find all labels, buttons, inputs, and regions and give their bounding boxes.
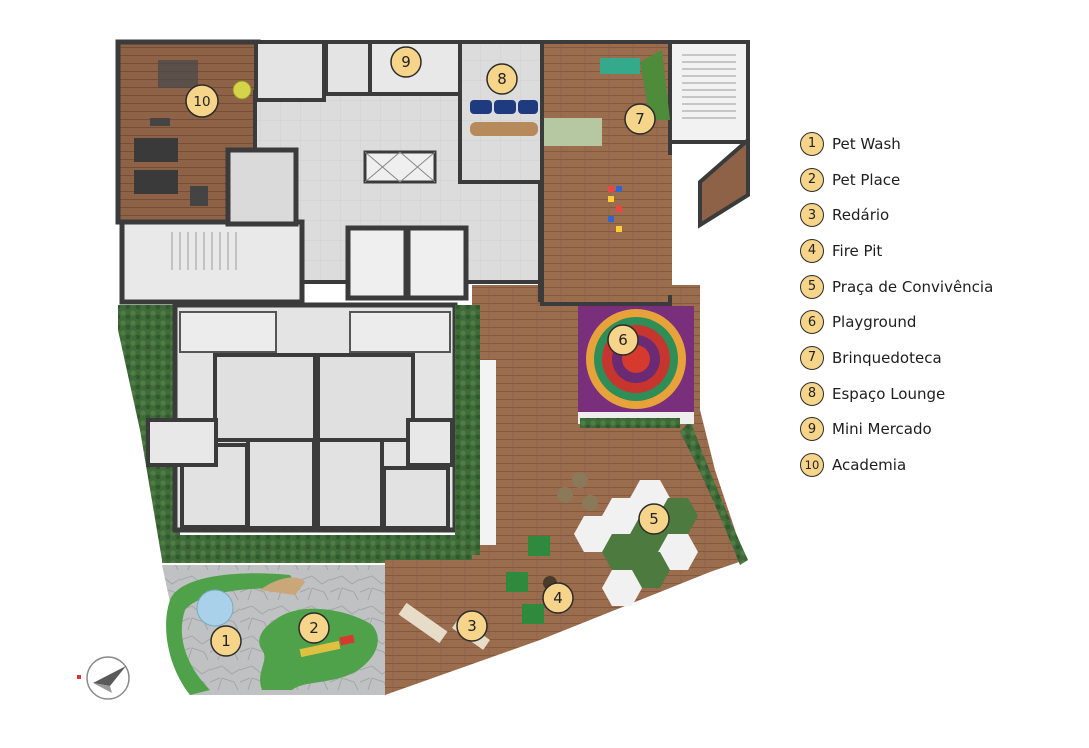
legend: 1 Pet Wash 2 Pet Place 3 Redário 4 Fire … [800, 126, 1060, 483]
svg-text:1: 1 [221, 632, 231, 650]
legend-label: Mini Mercado [832, 420, 932, 439]
legend-label: Academia [832, 456, 907, 475]
legend-label: Espaço Lounge [832, 384, 946, 403]
svg-text:8: 8 [497, 70, 507, 88]
marker-6[interactable]: 6 [607, 324, 639, 356]
marker-8[interactable]: 8 [486, 63, 518, 95]
legend-item-praca-convivencia: 5 Praça de Convivência [800, 269, 1060, 305]
marker-1[interactable]: 1 [210, 625, 242, 657]
svg-text:9: 9 [401, 53, 411, 71]
legend-number-badge: 5 [800, 274, 824, 299]
marker-5[interactable]: 5 [638, 503, 670, 535]
interior-core [119, 40, 592, 305]
legend-label: Praça de Convivência [832, 277, 994, 296]
legend-number-badge: 7 [800, 345, 824, 370]
svg-text:3: 3 [467, 617, 477, 635]
legend-item-academia: 10 Academia [800, 447, 1060, 483]
legend-number-badge: 4 [800, 238, 824, 263]
legend-item-playground: 6 Playground [800, 304, 1060, 340]
marker-10[interactable]: 10 [185, 84, 219, 118]
legend-item-espaco-lounge: 8 Espaço Lounge [800, 376, 1060, 412]
marker-7[interactable]: 7 [624, 103, 656, 135]
residential-block [146, 302, 458, 533]
svg-text:6: 6 [618, 331, 628, 349]
marker-9[interactable]: 9 [390, 46, 422, 78]
garden-strip [455, 305, 480, 555]
legend-number-badge: 2 [800, 167, 824, 192]
legend-item-redario: 3 Redário [800, 197, 1060, 233]
legend-label: Brinquedoteca [832, 348, 942, 367]
marker-2[interactable]: 2 [298, 612, 330, 644]
fire-pit-area [506, 472, 598, 624]
pet-area [162, 565, 385, 695]
legend-item-mini-mercado: 9 Mini Mercado [800, 412, 1060, 448]
legend-item-fire-pit: 4 Fire Pit [800, 233, 1060, 269]
marker-4[interactable]: 4 [542, 582, 574, 614]
svg-text:2: 2 [309, 619, 319, 637]
legend-number-badge: 6 [800, 310, 824, 335]
legend-number-badge: 8 [800, 381, 824, 406]
svg-text:5: 5 [649, 510, 659, 528]
svg-text:7: 7 [635, 110, 645, 128]
legend-item-brinquedoteca: 7 Brinquedoteca [800, 340, 1060, 376]
playground-area [578, 306, 694, 428]
legend-label: Fire Pit [832, 241, 883, 260]
svg-text:10: 10 [193, 94, 210, 110]
legend-item-pet-wash: 1 Pet Wash [800, 126, 1060, 162]
legend-label: Redário [832, 206, 890, 225]
legend-label: Pet Place [832, 170, 901, 189]
walkway [480, 360, 496, 545]
legend-item-pet-place: 2 Pet Place [800, 162, 1060, 198]
svg-text:4: 4 [553, 589, 563, 607]
marker-3[interactable]: 3 [456, 610, 488, 642]
legend-number-badge: 10 [800, 453, 824, 478]
legend-label: Playground [832, 313, 917, 332]
compass-rose-icon [77, 656, 130, 700]
brinquedoteca-room [540, 40, 672, 306]
legend-number-badge: 1 [800, 131, 824, 156]
legend-number-badge: 3 [800, 203, 824, 228]
legend-label: Pet Wash [832, 134, 901, 153]
legend-number-badge: 9 [800, 417, 824, 442]
